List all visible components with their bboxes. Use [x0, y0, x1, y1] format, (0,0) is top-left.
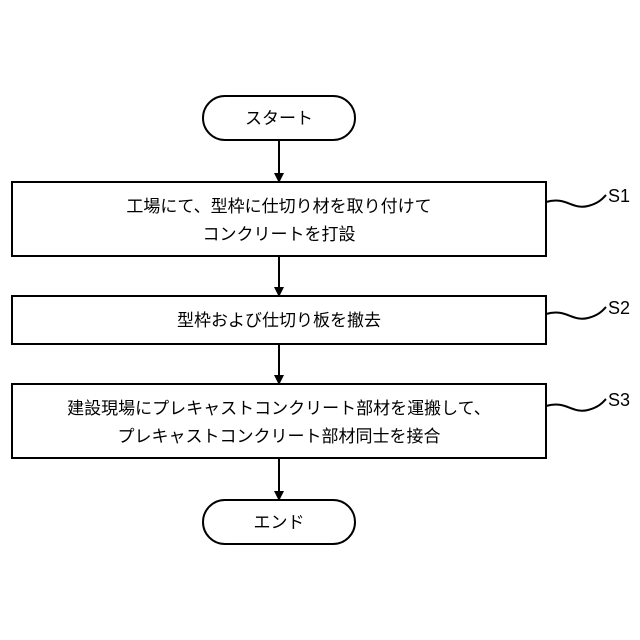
- s2-step-label: S2: [608, 298, 630, 318]
- start-terminal: スタート: [203, 96, 355, 140]
- s1-leader-line: [546, 195, 606, 207]
- end-label: エンド: [254, 513, 305, 533]
- process-box-s2: 型枠および仕切り板を撤去: [12, 296, 546, 344]
- end-terminal: エンド: [203, 500, 355, 544]
- s1-step-label: S1: [608, 186, 630, 206]
- s3-leader-line: [546, 399, 606, 411]
- s3-text-line-2: プレキャストコンクリート部材同士を接合: [118, 427, 441, 447]
- process-box-s3: 建設現場にプレキャストコンクリート部材を運搬して、 プレキャストコンクリート部材…: [12, 384, 546, 458]
- s3-text-line-1: 建設現場にプレキャストコンクリート部材を運搬して、: [67, 399, 491, 419]
- s1-text-line-1: 工場にて、型枠に仕切り材を取り付けて: [126, 197, 431, 217]
- s3-step-label: S3: [608, 390, 630, 410]
- s2-leader-line: [546, 307, 606, 319]
- s1-text-line-2: コンクリートを打設: [203, 225, 356, 245]
- start-label: スタート: [245, 109, 313, 129]
- s2-text-line-1: 型枠および仕切り板を撤去: [177, 311, 381, 331]
- process-box-s1: 工場にて、型枠に仕切り材を取り付けて コンクリートを打設: [12, 182, 546, 256]
